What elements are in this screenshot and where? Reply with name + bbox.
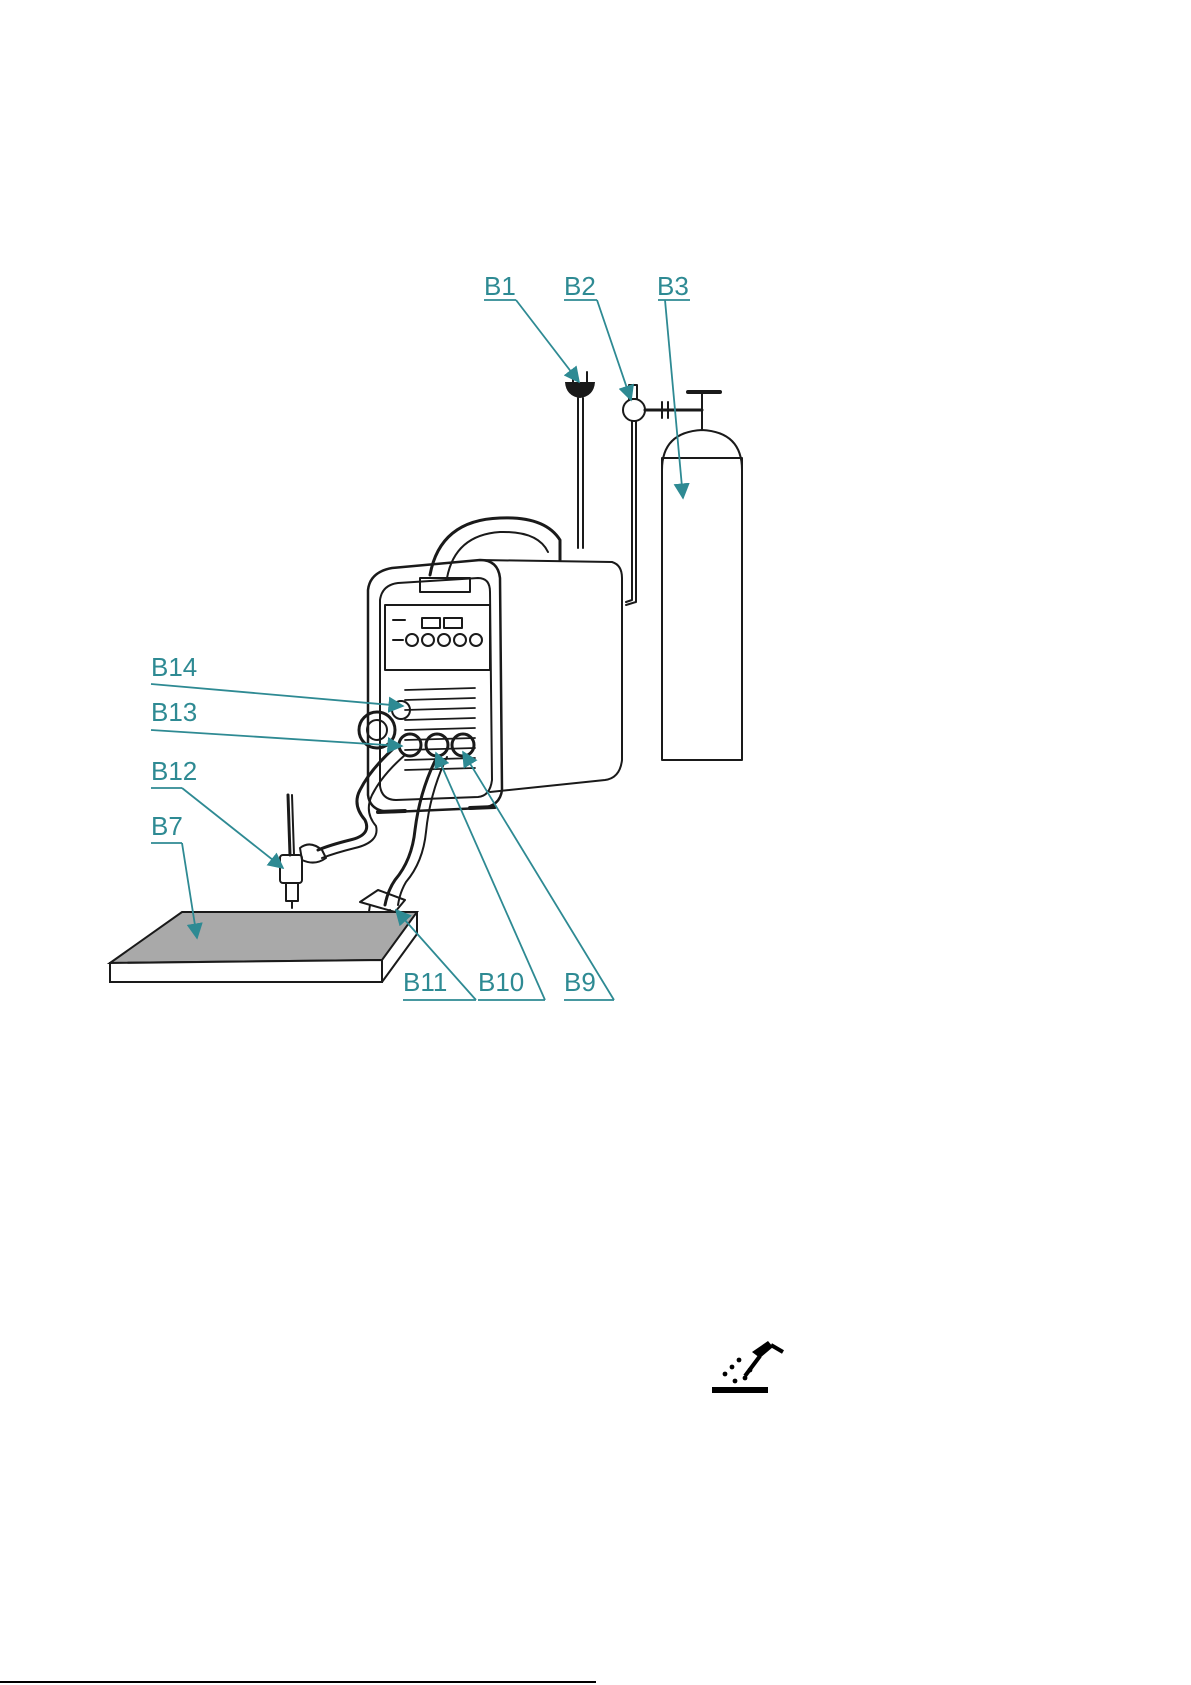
svg-text:B10: B10 [478, 967, 524, 997]
callout-b11: B11 [396, 910, 476, 1000]
welding-machine [359, 518, 622, 812]
svg-text:B11: B11 [403, 967, 447, 997]
gas-cylinder [662, 392, 742, 760]
svg-text:B1: B1 [484, 271, 516, 301]
callout-b2: B2 [564, 271, 631, 400]
svg-text:B2: B2 [564, 271, 596, 301]
svg-text:B7: B7 [151, 811, 183, 841]
svg-text:B14: B14 [151, 652, 197, 682]
callout-b10: B10 [436, 753, 545, 1000]
callout-b13: B13 [151, 697, 402, 746]
mains-plug [565, 372, 595, 548]
svg-text:B12: B12 [151, 756, 197, 786]
svg-text:B9: B9 [564, 967, 596, 997]
workpiece [110, 912, 417, 982]
footer-rule [0, 1681, 596, 1683]
callout-b9: B9 [463, 752, 614, 1000]
svg-text:B3: B3 [657, 271, 689, 301]
tig-torch [280, 748, 405, 908]
welding-process-icon [712, 1341, 783, 1390]
svg-text:B13: B13 [151, 697, 197, 727]
